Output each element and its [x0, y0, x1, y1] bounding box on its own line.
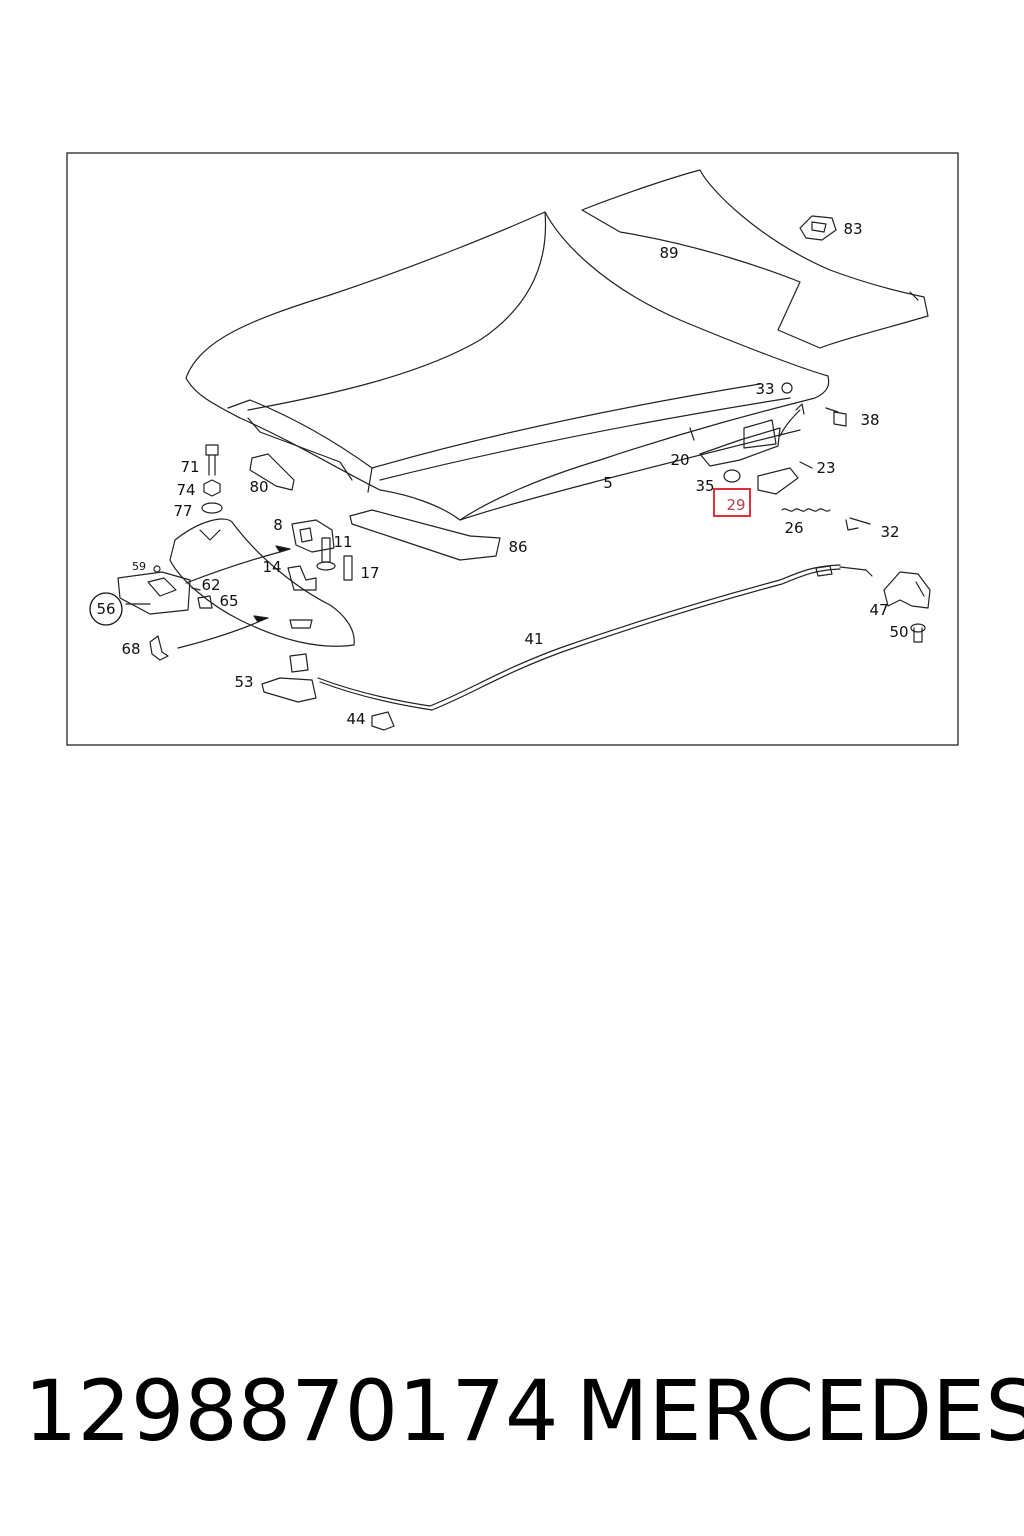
- callout-44: 44: [346, 710, 365, 728]
- right-hinge-assembly: [699, 382, 871, 531]
- callout-26: 26: [784, 519, 803, 537]
- callout-53: 53: [234, 673, 253, 691]
- callout-35: 35: [695, 477, 714, 495]
- part-number: 1298870174: [24, 1362, 559, 1460]
- retainer-clip: [149, 635, 169, 661]
- latch-bracket: [117, 565, 213, 615]
- pointer-arrow-lower: [177, 621, 259, 649]
- callout-38: 38: [860, 411, 879, 429]
- pointer-arrow-upper: [185, 551, 281, 584]
- release-cable: [317, 564, 873, 711]
- hood-panel: [185, 211, 830, 521]
- callout-circle: [89, 592, 123, 626]
- hood-lock: [883, 571, 931, 643]
- callout-32: 32: [880, 523, 899, 541]
- callout-86: 86: [508, 538, 527, 556]
- callout-23: 23: [816, 459, 835, 477]
- callout-68: 68: [121, 640, 140, 658]
- callout-56: 56: [96, 600, 115, 618]
- callout-83: 83: [843, 220, 862, 238]
- latch-carrier: [169, 518, 355, 647]
- callout-41: 41: [524, 630, 543, 648]
- callout-62: 62: [201, 576, 220, 594]
- bolt-nut-washer: [201, 444, 223, 514]
- callout-29: 29: [726, 496, 745, 514]
- callout-59: 59: [132, 560, 146, 573]
- callout-11: 11: [333, 533, 352, 551]
- bracket-strip: [249, 453, 295, 491]
- callout-5: 5: [603, 474, 613, 492]
- callout-71: 71: [180, 458, 199, 476]
- callout-14: 14: [262, 558, 281, 576]
- callout-17: 17: [360, 564, 379, 582]
- support-rail: [349, 509, 501, 561]
- diagram-frame: [66, 152, 959, 746]
- callout-33: 33: [755, 380, 774, 398]
- cable-clip: [371, 711, 395, 731]
- release-handle: [261, 653, 317, 703]
- clip-part: [799, 215, 837, 241]
- insulation-mat: [581, 169, 929, 349]
- callout-20: 20: [670, 451, 689, 469]
- callout-77: 77: [173, 502, 192, 520]
- callout-50: 50: [889, 623, 908, 641]
- callout-65: 65: [219, 592, 238, 610]
- callout-8: 8: [273, 516, 283, 534]
- highlight-box: [713, 488, 751, 517]
- brand-name: MERCEDES: [576, 1362, 1024, 1460]
- callout-80: 80: [249, 478, 268, 496]
- callout-47: 47: [869, 601, 888, 619]
- callout-89: 89: [659, 244, 678, 262]
- callout-74: 74: [176, 481, 195, 499]
- hinge-assembly: [287, 519, 353, 591]
